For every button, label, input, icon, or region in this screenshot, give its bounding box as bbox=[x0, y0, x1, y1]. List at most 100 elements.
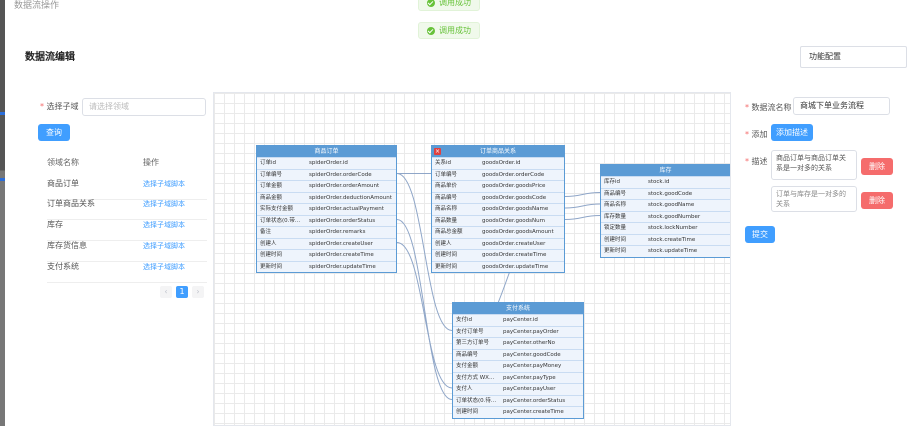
field-label: 库存数量 bbox=[604, 213, 627, 220]
field-key: goodsOrder.goodsNum bbox=[482, 217, 545, 224]
field-row[interactable]: 锁定数量 stock.lockNumber bbox=[601, 222, 730, 234]
select-script-link[interactable]: 选择子域脚本 bbox=[143, 263, 185, 271]
delete-button[interactable]: 删除 bbox=[861, 192, 893, 209]
field-row[interactable]: 创建时间 spiderOrder.createTime bbox=[257, 249, 396, 261]
table-title-text: 库存 bbox=[659, 167, 672, 174]
field-key: spiderOrder.createTime bbox=[309, 252, 374, 258]
field-key: goodsOrder.createUser bbox=[482, 240, 546, 247]
delete-button[interactable]: 删除 bbox=[861, 158, 893, 175]
field-label: 商品名称 bbox=[435, 206, 458, 212]
description-textarea[interactable]: 订单与库存是一对多的关系 bbox=[771, 186, 857, 212]
dialog-title: 数据流编辑 bbox=[25, 52, 75, 63]
field-key: goodsOrder.goodsPrice bbox=[482, 183, 546, 189]
relation-line bbox=[564, 215, 601, 220]
field-label: 锁定数量 bbox=[604, 225, 627, 231]
select-script-link[interactable]: 选择子域脚本 bbox=[143, 221, 185, 229]
add-description-button[interactable]: 添加描述 bbox=[771, 124, 813, 141]
success-toast: 调用成功 bbox=[418, 0, 480, 11]
field-label: 更新时间 bbox=[260, 263, 283, 270]
description-textarea[interactable]: 商品订单与商品订单关系是一对多的关系 bbox=[771, 150, 857, 180]
field-row[interactable]: 商品单价 goodsOrder.goodsPrice bbox=[432, 180, 564, 192]
field-key: stock.id bbox=[648, 179, 670, 185]
domain-select-input[interactable]: 请选择领域 bbox=[82, 98, 206, 116]
field-label: 关系id bbox=[435, 160, 452, 166]
field-row[interactable]: 支付方式 WX...payCenter.payType bbox=[453, 371, 583, 384]
field-label: 创建时间 bbox=[435, 252, 458, 258]
field-row[interactable]: 订单状态(0.带... spiderOrder.orderStatus bbox=[257, 214, 396, 227]
field-key: stock.lockNumber bbox=[648, 225, 698, 231]
field-label: 商品单价 bbox=[435, 183, 458, 189]
page-1-button[interactable]: 1 bbox=[176, 286, 188, 298]
table-row: 库存选择子域脚本 bbox=[47, 219, 207, 241]
field-label: 订单编号 bbox=[435, 171, 458, 178]
table-title-text: 订单商品关系 bbox=[479, 148, 516, 155]
description-label: 描述 bbox=[751, 157, 768, 166]
submit-button[interactable]: 提交 bbox=[745, 226, 775, 243]
domain-filter: * 选择子域 请选择领域 查询 bbox=[38, 96, 210, 141]
field-row[interactable]: 订单状态(0.待...payCenter.orderStatus bbox=[453, 394, 583, 407]
column-header: 领域名称 bbox=[47, 158, 79, 167]
field-label: 商品总金额 bbox=[435, 229, 463, 235]
prev-page-button[interactable]: ‹ bbox=[160, 286, 172, 298]
field-label: 创建时间 bbox=[260, 252, 283, 258]
select-script-link[interactable]: 选择子域脚本 bbox=[143, 180, 185, 188]
field-key: payCenter.createTime bbox=[503, 409, 564, 415]
field-key: payCenter.goodCode bbox=[503, 351, 561, 358]
field-label: 更新时间 bbox=[604, 248, 627, 254]
field-label: 订单状态(0.带... bbox=[260, 217, 301, 224]
field-key: spiderOrder.orderAmount bbox=[309, 183, 380, 189]
field-key: goodsOrder.id bbox=[482, 160, 521, 166]
field-label: 订单状态(0.待... bbox=[456, 397, 497, 404]
table-box-goods-order[interactable]: × 订单商品关系关系id goodsOrder.id 订单编号 goodsOrder.o… bbox=[431, 145, 565, 273]
flow-name-input[interactable]: 商城下单业务流程 bbox=[793, 97, 890, 115]
field-row[interactable]: 库存id stock.id bbox=[601, 176, 730, 188]
select-script-link[interactable]: 选择子域脚本 bbox=[143, 242, 185, 250]
field-key: spiderOrder.orderStatus bbox=[309, 217, 376, 224]
field-key: payCenter.otherNo bbox=[503, 340, 556, 346]
field-label: 库存id bbox=[604, 179, 621, 185]
select-script-link[interactable]: 选择子域脚本 bbox=[143, 200, 185, 208]
field-row[interactable]: 关系id goodsOrder.id bbox=[432, 157, 564, 169]
next-page-button[interactable]: › bbox=[192, 286, 204, 298]
field-label: 商品名称 bbox=[604, 202, 627, 208]
query-button[interactable]: 查询 bbox=[38, 124, 70, 141]
remove-table-icon[interactable]: × bbox=[434, 148, 441, 155]
field-label: 商品编号 bbox=[604, 190, 627, 197]
table-row: 商品订单选择子域脚本 bbox=[47, 178, 207, 200]
field-key: spiderOrder.deductionAmount bbox=[309, 194, 392, 201]
function-config-select[interactable]: 功能配置 bbox=[800, 46, 907, 68]
field-row[interactable]: 订单编号 goodsOrder.orderCode bbox=[432, 168, 564, 181]
field-key: goodsOrder.orderCode bbox=[482, 171, 545, 178]
